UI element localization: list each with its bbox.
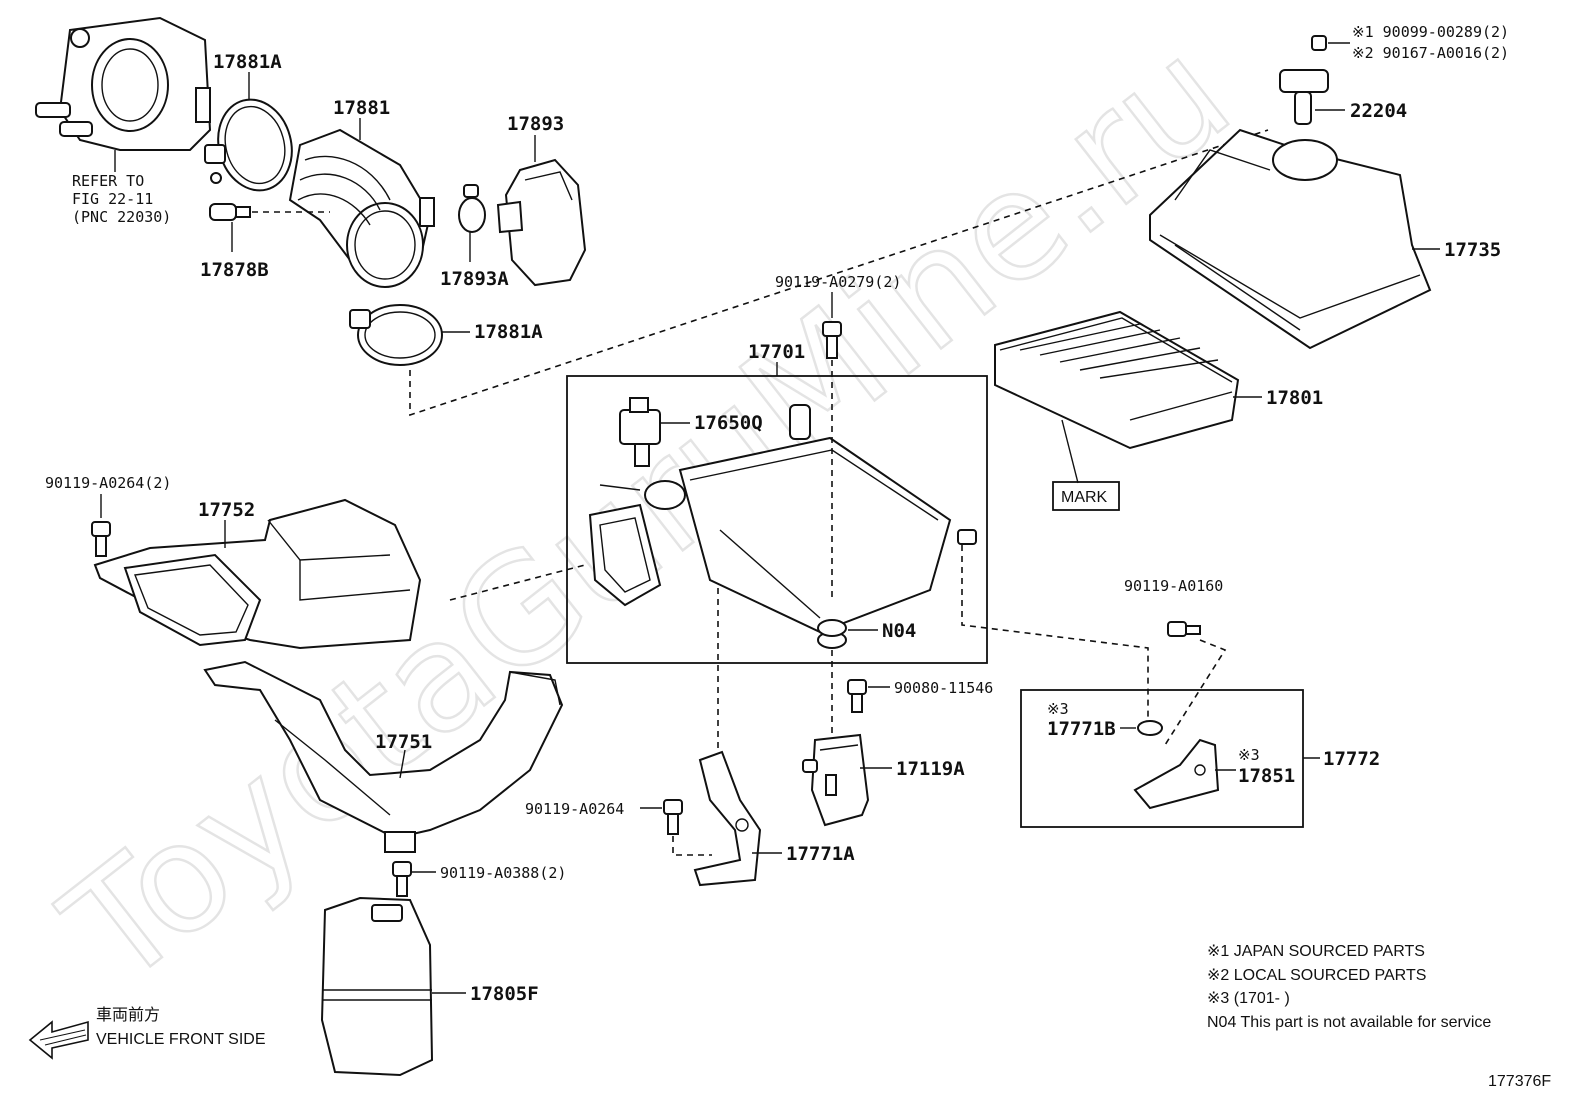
intake-duct-17752 xyxy=(93,498,422,650)
grommet-17771B xyxy=(1137,720,1163,736)
note3-b: ※3 xyxy=(1238,746,1260,764)
bracket-17119A xyxy=(802,733,870,827)
label-17771A: 17771A xyxy=(786,843,855,865)
label-17771B: 17771B xyxy=(1047,718,1116,740)
legend-note-3: ※3 (1701- ) xyxy=(1207,990,1290,1007)
air-filter-element xyxy=(994,310,1240,450)
note3-a: ※3 xyxy=(1047,700,1069,718)
air-cleaner-case xyxy=(588,404,977,634)
small-clamp xyxy=(458,184,486,233)
bolt-a0279 xyxy=(822,321,842,359)
screw-note-1: ※1 90099-00289(2) xyxy=(1352,23,1509,41)
vacuum-switching-valve xyxy=(619,397,661,467)
label-bolt-a0279: 90119-A0279(2) xyxy=(775,273,901,291)
label-17805F: 17805F xyxy=(470,983,539,1005)
screw-note-2: ※2 90167-A0016(2) xyxy=(1352,44,1509,62)
front-arrow-icon xyxy=(28,1020,89,1060)
legend-note-1: ※1 JAPAN SOURCED PARTS xyxy=(1207,943,1425,960)
label-17772: 17772 xyxy=(1323,748,1380,770)
label-bolt-a0160: 90119-A0160 xyxy=(1124,577,1223,595)
intake-pipe-17751 xyxy=(203,660,564,853)
air-cleaner-cap xyxy=(1149,128,1432,350)
bracket-17851 xyxy=(1133,738,1220,810)
intake-air-hose xyxy=(288,128,435,288)
throttle-body xyxy=(35,16,212,151)
label-17893A: 17893A xyxy=(440,268,509,290)
label-17701: 17701 xyxy=(748,341,805,363)
legend-note-2: ※2 LOCAL SOURCED PARTS xyxy=(1207,967,1426,984)
label-17893: 17893 xyxy=(507,113,564,135)
label-17851: 17851 xyxy=(1238,765,1295,787)
hose-clamp-bottom xyxy=(349,304,443,366)
grommet-n04 xyxy=(817,619,847,649)
resonator-17805F xyxy=(320,896,434,1077)
front-text: VEHICLE FRONT SIDE xyxy=(96,1031,266,1048)
throttle-ref-line1: REFER TO xyxy=(72,172,144,190)
diagram-id: 177376F xyxy=(1488,1073,1551,1090)
front-jp-text: 車両前方 xyxy=(96,1006,160,1024)
bracket-17771A xyxy=(693,750,762,887)
label-bolt-11546: 90080-11546 xyxy=(894,679,993,697)
label-bolt-a0264-2: 90119-A0264(2) xyxy=(45,474,171,492)
resonator xyxy=(496,158,587,287)
label-17752: 17752 xyxy=(198,499,255,521)
bolt-11546 xyxy=(847,679,867,713)
label-17735: 17735 xyxy=(1444,239,1501,261)
throttle-ref-line3: (PNC 22030) xyxy=(72,208,171,226)
hose-fitting xyxy=(209,203,251,221)
legend-note-4: N04 This part is not available for servi… xyxy=(1207,1014,1491,1031)
throttle-ref-line2: FIG 22-11 xyxy=(72,190,153,208)
bolt-a0264-2 xyxy=(91,521,111,557)
label-17878B: 17878B xyxy=(200,259,269,281)
label-17881: 17881 xyxy=(333,97,390,119)
label-17751: 17751 xyxy=(375,731,432,753)
air-flow-meter xyxy=(1279,35,1329,125)
label-bolt-a0388: 90119-A0388(2) xyxy=(440,864,566,882)
bolt-a0264 xyxy=(663,799,683,835)
label-17881A-top: 17881A xyxy=(213,51,282,73)
label-17881A-bottom: 17881A xyxy=(474,321,543,343)
label-bolt-a0264: 90119-A0264 xyxy=(525,800,624,818)
label-17650Q: 17650Q xyxy=(694,412,763,434)
bolt-a0160 xyxy=(1167,621,1201,637)
label-22204: 22204 xyxy=(1350,100,1407,122)
hose-clamp-top xyxy=(204,98,293,192)
label-N04: N04 xyxy=(882,620,916,642)
bolt-a0388 xyxy=(392,861,412,897)
label-17801: 17801 xyxy=(1266,387,1323,409)
label-17119A: 17119A xyxy=(896,758,965,780)
label-mark: MARK xyxy=(1061,489,1108,506)
